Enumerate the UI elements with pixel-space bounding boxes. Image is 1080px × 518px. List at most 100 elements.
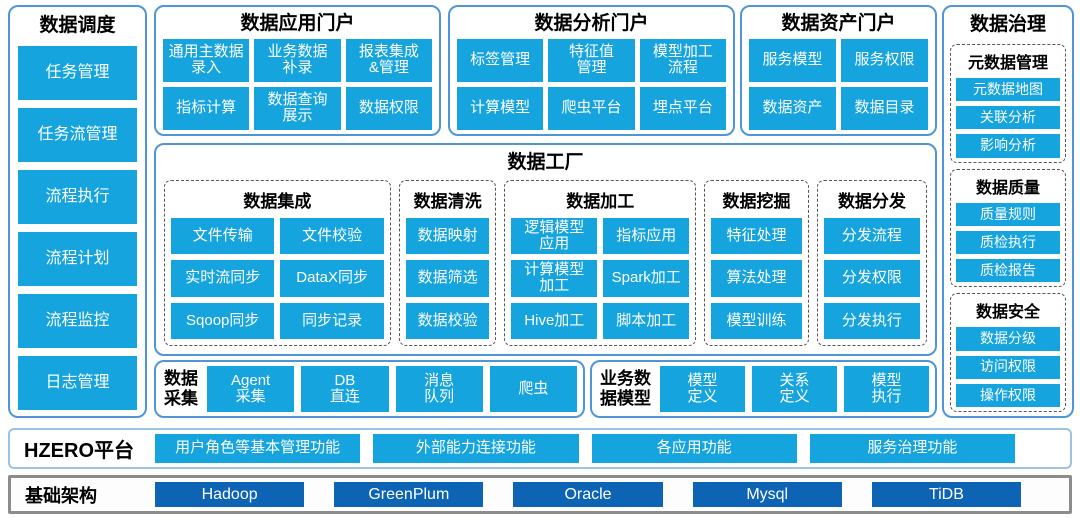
module-spark-processing: Spark加工 <box>603 260 690 297</box>
module-relation-analysis: 关联分析 <box>956 106 1060 130</box>
module-tidb: TiDB <box>871 482 1022 507</box>
module-hadoop: Hadoop <box>155 482 305 507</box>
module-sqoop-sync: Sqoop同步 <box>171 302 275 339</box>
data-cleaning-title: 数据清洗 <box>413 191 482 211</box>
module-operation-permission: 操作权限 <box>956 383 1060 407</box>
module-model-training: 模型训练 <box>711 302 802 339</box>
module-greenplum: GreenPlum <box>334 482 484 507</box>
module-indicator-application: 指标应用 <box>603 217 690 255</box>
hzero-platform-title: HZERO平台 <box>24 440 134 462</box>
module-quality-check-execution: 质检执行 <box>956 230 1060 255</box>
infrastructure-bar: 基础架构 Hadoop GreenPlum Oracle Mysql TiDB <box>8 475 1072 514</box>
data-cleaning-group: 数据清洗 数据映射 数据筛选 数据校验 <box>398 179 497 346</box>
module-model-definition: 模型 定义 <box>660 366 745 412</box>
data-quality-title: 数据质量 <box>975 179 1040 197</box>
data-analysis-portal: 数据分析门户 标签管理 特征值 管理 模型加工 流程 计算模型 爬虫平台 埋点平… <box>448 5 735 136</box>
data-integration-group: 数据集成 文件传输 文件校验 实时流同步 DataX同步 Sqoop同步 同步记… <box>164 179 391 346</box>
data-integration-title: 数据集成 <box>243 191 312 211</box>
module-algorithm-processing: 算法处理 <box>711 260 802 297</box>
module-file-verification: 文件校验 <box>280 217 384 255</box>
module-db-direct-connect: DB 直连 <box>301 366 389 412</box>
module-feature-processing: 特征处理 <box>711 217 802 255</box>
business-data-model-title: 业务数 据模型 <box>600 369 651 408</box>
business-data-model-panel: 业务数 据模型 模型 定义 关系 定义 模型 执行 <box>590 360 937 418</box>
module-tracking-platform: 埋点平台 <box>639 86 726 130</box>
data-factory-title: 数据工厂 <box>507 152 584 173</box>
module-crawler: 爬虫 <box>489 366 577 412</box>
data-mining-title: 数据挖掘 <box>722 191 791 211</box>
infrastructure-title: 基础架构 <box>25 485 97 506</box>
module-message-queue: 消息 队列 <box>395 366 483 412</box>
module-external-capability-connection: 外部能力连接功能 <box>373 434 579 463</box>
data-processing-title: 数据加工 <box>566 191 635 211</box>
data-security-group: 数据安全 数据分级 访问权限 操作权限 <box>950 293 1066 412</box>
data-governance-title: 数据治理 <box>969 14 1046 35</box>
module-service-model: 服务模型 <box>749 38 836 82</box>
module-access-permission: 访问权限 <box>956 355 1060 379</box>
data-asset-portal-title: 数据资产门户 <box>781 13 896 34</box>
module-indicator-calc: 指标计算 <box>163 86 250 130</box>
hzero-platform-bar: HZERO平台 用户角色等基本管理功能 外部能力连接功能 各应用功能 服务治理功… <box>8 428 1072 469</box>
module-data-verification: 数据校验 <box>405 302 490 339</box>
metadata-management-group: 元数据管理 元数据地图 关联分析 影响分析 <box>950 43 1066 163</box>
module-quality-check-report: 质检报告 <box>956 259 1060 283</box>
module-feature-value-management: 特征值 管理 <box>548 38 635 82</box>
module-impact-analysis: 影响分析 <box>956 134 1060 158</box>
metadata-management-title: 元数据管理 <box>967 54 1048 72</box>
module-process-monitor: 流程监控 <box>18 293 137 348</box>
module-compute-model-processing: 计算模型 加工 <box>511 260 598 297</box>
module-script-processing: 脚本加工 <box>603 302 690 339</box>
data-distribution-group: 数据分发 分发流程 分发权限 分发执行 <box>816 179 927 346</box>
module-process-plan: 流程计划 <box>18 231 137 286</box>
module-distribution-flow: 分发流程 <box>823 217 920 255</box>
data-application-portal: 数据应用门户 通用主数据 录入 业务数据 补录 报表集成 &管理 指标计算 数据… <box>154 5 441 136</box>
data-quality-group: 数据质量 质量规则 质检执行 质检报告 <box>950 168 1066 288</box>
module-hive-processing: Hive加工 <box>511 302 598 339</box>
module-user-role-management: 用户角色等基本管理功能 <box>155 434 361 463</box>
module-data-mapping: 数据映射 <box>405 217 490 255</box>
data-governance-panel: 数据治理 元数据管理 元数据地图 关联分析 影响分析 数据质量 质量规则 质检执… <box>942 5 1074 418</box>
module-data-catalog: 数据目录 <box>841 86 928 130</box>
module-agent-collection: Agent 采集 <box>207 366 295 412</box>
data-distribution-title: 数据分发 <box>837 191 906 211</box>
module-service-governance: 服务治理功能 <box>809 434 1015 463</box>
module-application-functions: 各应用功能 <box>591 434 797 463</box>
module-distribution-permission: 分发权限 <box>823 260 920 297</box>
module-process-execution: 流程执行 <box>18 169 137 224</box>
module-relation-definition: 关系 定义 <box>752 366 837 412</box>
module-mysql: Mysql <box>692 482 842 507</box>
module-data-query-display: 数据查询 展示 <box>254 86 341 130</box>
module-distribution-execution: 分发执行 <box>823 302 920 339</box>
module-metadata-map: 元数据地图 <box>956 77 1060 102</box>
module-file-transfer: 文件传输 <box>171 217 275 255</box>
module-compute-model: 计算模型 <box>457 86 544 130</box>
data-application-portal-title: 数据应用门户 <box>240 13 355 34</box>
module-master-data-entry: 通用主数据 录入 <box>163 38 250 82</box>
module-crawler-platform: 爬虫平台 <box>548 86 635 130</box>
module-business-data-supplement: 业务数据 补录 <box>254 38 341 82</box>
data-collection-title: 数据 采集 <box>164 369 198 408</box>
module-oracle: Oracle <box>513 482 663 507</box>
data-processing-group: 数据加工 逻辑模型 应用 指标应用 计算模型 加工 Spark加工 Hive加工… <box>504 179 697 346</box>
module-realtime-stream-sync: 实时流同步 <box>171 260 275 297</box>
data-security-title: 数据安全 <box>975 304 1040 322</box>
data-mining-group: 数据挖掘 特征处理 算法处理 模型训练 <box>704 179 809 346</box>
module-taskflow-management: 任务流管理 <box>18 107 137 162</box>
module-datax-sync: DataX同步 <box>280 260 384 297</box>
data-factory-panel: 数据工厂 数据集成 文件传输 文件校验 实时流同步 DataX同步 Sqoop同… <box>154 143 937 356</box>
module-data-filtering: 数据筛选 <box>405 260 490 297</box>
module-data-asset: 数据资产 <box>749 86 836 130</box>
module-sync-records: 同步记录 <box>280 302 384 339</box>
data-scheduling-panel: 数据调度 任务管理 任务流管理 流程执行 流程计划 流程监控 日志管理 <box>8 5 147 418</box>
module-tag-management: 标签管理 <box>457 38 544 82</box>
module-report-integration: 报表集成 &管理 <box>345 38 432 82</box>
module-model-processing-flow: 模型加工 流程 <box>639 38 726 82</box>
module-data-classification: 数据分级 <box>956 327 1060 351</box>
module-quality-rules: 质量规则 <box>956 202 1060 226</box>
data-asset-portal: 数据资产门户 服务模型 服务权限 数据资产 数据目录 <box>740 5 937 136</box>
data-collection-panel: 数据 采集 Agent 采集 DB 直连 消息 队列 爬虫 <box>154 360 585 418</box>
module-data-permission: 数据权限 <box>345 86 432 130</box>
module-task-management: 任务管理 <box>18 45 137 100</box>
module-model-execution: 模型 执行 <box>844 366 929 412</box>
